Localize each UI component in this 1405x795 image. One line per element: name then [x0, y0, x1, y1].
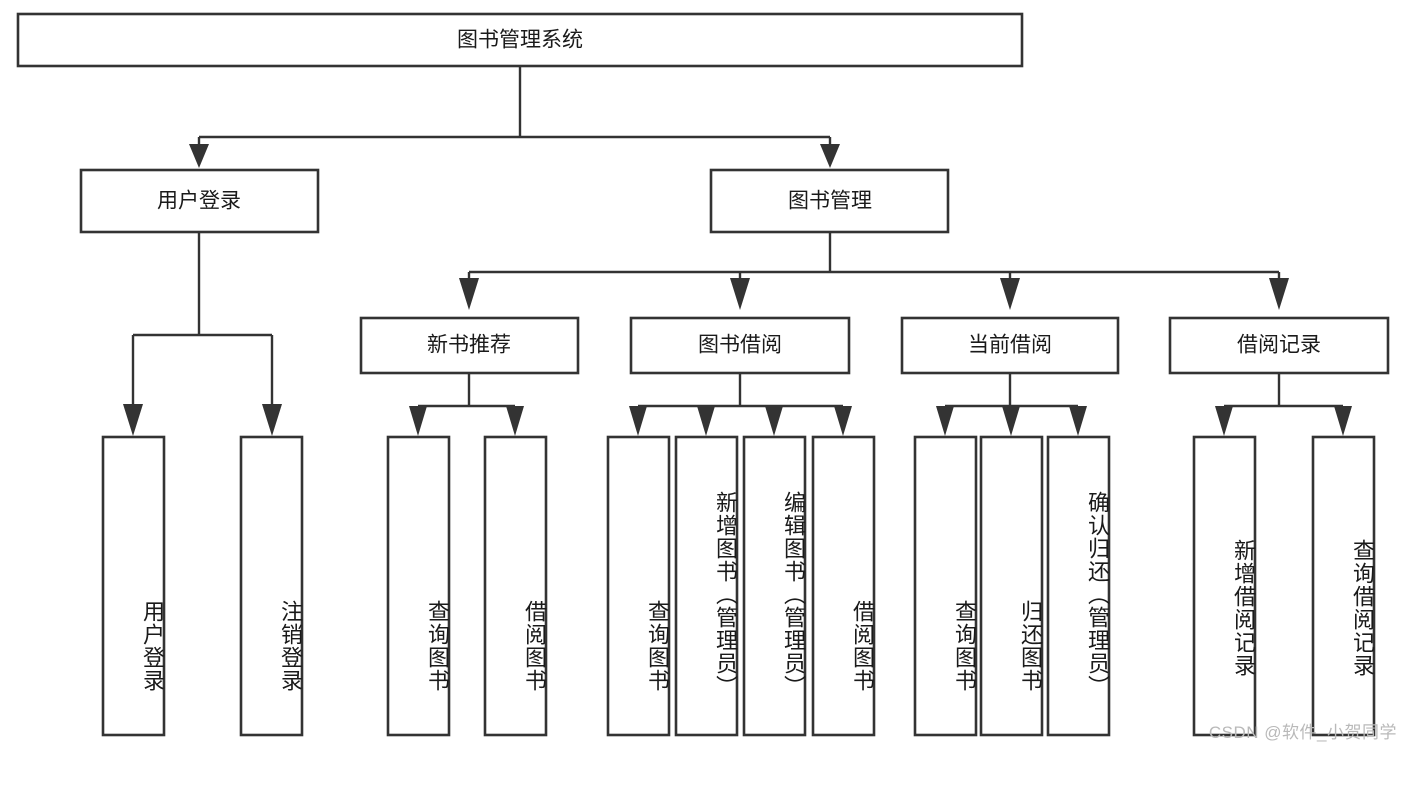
- node-new-book-recommend-box[interactable]: [359, 316, 580, 375]
- node-leaf-confirm-return-box[interactable]: [1046, 435, 1111, 737]
- node-user-login-box[interactable]: [79, 168, 320, 234]
- node-current-borrow-label: 当前借阅: [968, 334, 1052, 357]
- node-borrow-record-label: 借阅记录: [1237, 334, 1321, 357]
- node-book-borrow[interactable]: 图书借阅: [629, 316, 851, 375]
- connector-group-newbook-leaves: [409, 373, 524, 436]
- arrow-head-userlogin-leaf1: [123, 404, 143, 436]
- connector-group-bookmgmt: [459, 233, 1289, 310]
- node-leaf-logout-box[interactable]: [239, 435, 304, 737]
- node-leaf-user-login-box[interactable]: [101, 435, 166, 737]
- arrow-head-newbook: [459, 278, 479, 310]
- node-leaf-return-book-box[interactable]: [979, 435, 1044, 737]
- node-leaf-query-book-3-box[interactable]: [913, 435, 978, 737]
- node-leaf-add-record-box[interactable]: [1192, 435, 1257, 737]
- arrow-head-borrow-leaf4: [834, 406, 852, 436]
- node-new-book-recommend-label: 新书推荐: [427, 334, 511, 357]
- arrow-head-record: [1269, 278, 1289, 310]
- arrow-head-record-leaf2: [1334, 406, 1352, 436]
- connector-group-current-leaves: [936, 373, 1087, 436]
- arrow-head-newbook-leaf1: [409, 406, 427, 436]
- diagram-canvas: 图书管理系统 用户登录 图书管理 新书推荐 图书借阅 当前借阅 借阅记录: [16, 12, 1397, 742]
- node-book-management-label: 图书管理: [788, 190, 872, 213]
- node-leaf-query-book-1-box[interactable]: [386, 435, 451, 737]
- node-leaf-borrow-book-2-box[interactable]: [811, 435, 876, 737]
- arrow-head-userlogin-leaf2: [262, 404, 282, 436]
- arrow-head-newbook-leaf2: [506, 406, 524, 436]
- connector-group-record-leaves: [1215, 373, 1352, 436]
- node-current-borrow-box[interactable]: [900, 316, 1120, 375]
- node-book-borrow-box[interactable]: [629, 316, 851, 375]
- arrow-head-current-leaf3: [1069, 406, 1087, 436]
- node-borrow-record[interactable]: 借阅记录: [1168, 316, 1390, 375]
- arrow-head-current-leaf2: [1002, 406, 1020, 436]
- node-current-borrow[interactable]: 当前借阅: [900, 316, 1120, 375]
- node-new-book-recommend[interactable]: 新书推荐: [359, 316, 580, 375]
- arrow-head-bookmgmt: [820, 144, 840, 168]
- arrow-head-borrow: [730, 278, 750, 310]
- arrow-head-borrow-leaf3: [765, 406, 783, 436]
- node-leaf-edit-book-box[interactable]: [742, 435, 807, 737]
- node-user-login-label: 用户登录: [157, 190, 241, 213]
- node-leaf-borrow-book-1-box[interactable]: [483, 435, 548, 737]
- arrow-head-current: [1000, 278, 1020, 310]
- connector-group-userlogin-leaves: [123, 233, 282, 436]
- connector-group-borrow-leaves: [629, 373, 852, 436]
- arrow-head-borrow-leaf1: [629, 406, 647, 436]
- node-book-management[interactable]: 图书管理: [709, 168, 950, 234]
- node-leaf-query-book-2-box[interactable]: [606, 435, 671, 737]
- node-user-login[interactable]: 用户登录: [79, 168, 320, 234]
- connector-group-root: [189, 67, 840, 168]
- node-borrow-record-box[interactable]: [1168, 316, 1390, 375]
- node-root[interactable]: 图书管理系统: [16, 12, 1024, 68]
- arrow-head-userlogin: [189, 144, 209, 168]
- flowchart-svg: 图书管理系统 用户登录 图书管理 新书推荐 图书借阅 当前借阅 借阅记录: [16, 12, 1390, 737]
- arrow-head-current-leaf1: [936, 406, 954, 436]
- watermark-text: CSDN @软件_小贺同学: [1208, 723, 1397, 742]
- node-book-management-box[interactable]: [709, 168, 950, 234]
- node-root-label: 图书管理系统: [457, 29, 583, 52]
- node-book-borrow-label: 图书借阅: [698, 334, 782, 357]
- arrow-head-borrow-leaf2: [697, 406, 715, 436]
- node-root-box[interactable]: [16, 12, 1024, 68]
- node-leaf-query-record-box[interactable]: [1311, 435, 1376, 737]
- node-leaf-add-book-box[interactable]: [674, 435, 739, 737]
- arrow-head-record-leaf1: [1215, 406, 1233, 436]
